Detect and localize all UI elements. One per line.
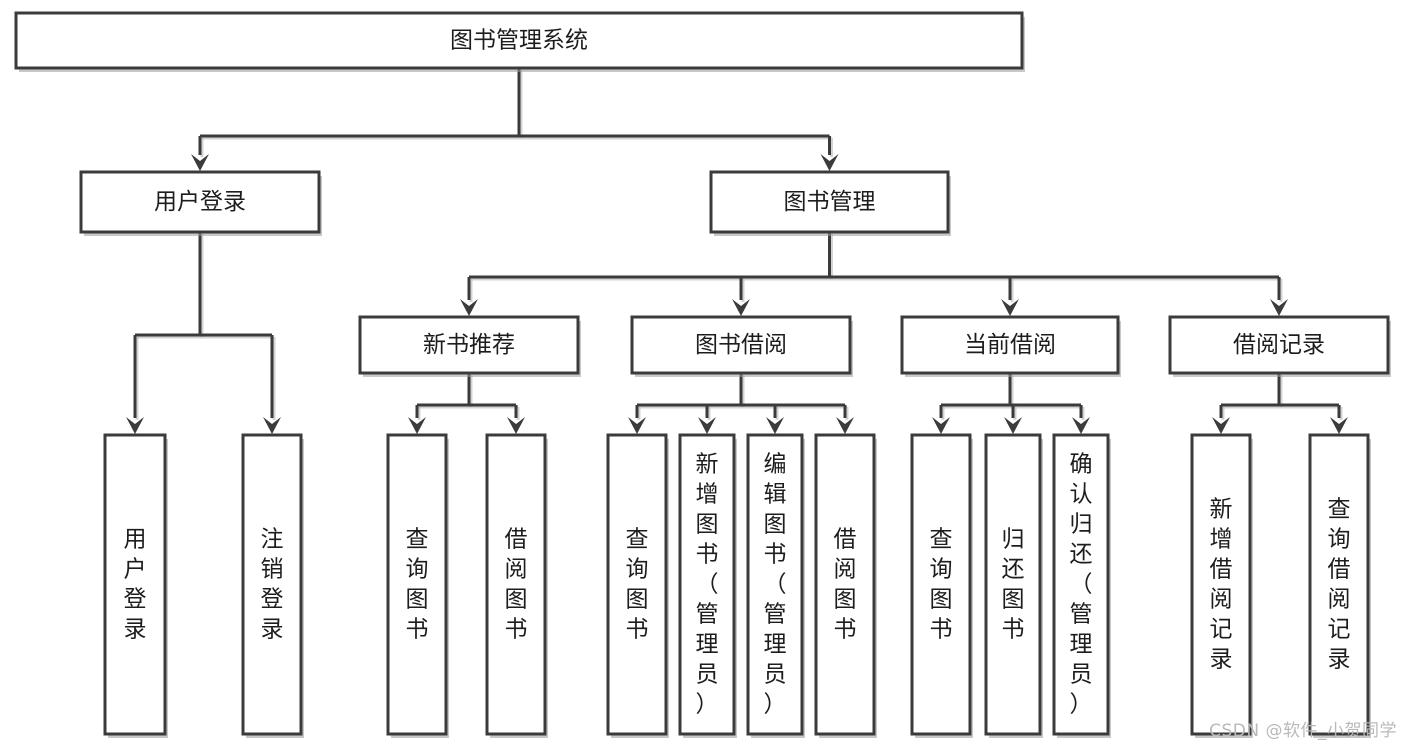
node-label: 用户登录 (124, 526, 147, 642)
node-label: 注销登录 (261, 526, 284, 642)
node-book-borrow[interactable]: 图书借阅 (630, 315, 853, 377)
node-label: 借阅图书 (505, 526, 528, 642)
node-layer: 图书管理系统用户登录图书管理新书推荐图书借阅当前借阅借阅记录用户登录注销登录查询… (14, 11, 1391, 738)
node-label: 编辑图书（管理员） (764, 451, 787, 717)
link-book-borrow-leaf-bb-borrow-book-arrowhead (836, 417, 854, 434)
link-new-book-rec-leaf-rec-query-book-arrowhead (408, 417, 426, 434)
node-current-borrow[interactable]: 当前借阅 (900, 315, 1121, 377)
node-label: 图书借阅 (695, 331, 787, 357)
node-label: 用户登录 (154, 188, 246, 214)
link-book-borrow-leaf-bb-query-book-arrowhead (628, 417, 646, 434)
link-book-manage-borrow-record-arrowhead (1270, 299, 1288, 316)
node-label: 图书管理系统 (450, 27, 588, 53)
connector-layer (126, 68, 1348, 434)
node-leaf-cb-return-book[interactable]: 归还图书 (984, 433, 1043, 738)
link-book-manage-book-borrow-arrowhead (732, 299, 750, 316)
node-label: 新书推荐 (423, 331, 515, 357)
node-user-login[interactable]: 用户登录 (79, 170, 322, 236)
node-leaf-bb-edit-book[interactable]: 编辑图书（管理员） (746, 433, 805, 738)
node-label: 归还图书 (1002, 526, 1025, 642)
node-label: 确认归还（管理员） (1070, 451, 1093, 717)
node-leaf-cb-query-book[interactable]: 查询图书 (910, 433, 973, 738)
link-new-book-rec-leaf-rec-borrow-book-arrowhead (507, 417, 525, 434)
node-label: 新增借阅记录 (1210, 496, 1233, 672)
node-leaf-user-logout[interactable]: 注销登录 (241, 433, 304, 738)
node-leaf-cb-confirm-return[interactable]: 确认归还（管理员） (1052, 433, 1111, 738)
node-label: 借阅记录 (1233, 331, 1325, 357)
node-new-book-rec[interactable]: 新书推荐 (358, 315, 581, 377)
node-book-manage[interactable]: 图书管理 (709, 170, 951, 236)
link-current-borrow-leaf-cb-return-book-arrowhead (1004, 417, 1022, 434)
node-leaf-bb-borrow-book[interactable]: 借阅图书 (814, 433, 877, 738)
link-current-borrow-leaf-cb-query-book-arrowhead (932, 417, 950, 434)
link-book-manage-new-book-rec-arrowhead (460, 299, 478, 316)
link-current-borrow-leaf-cb-confirm-return-arrowhead (1072, 417, 1090, 434)
link-root-book-manage-arrowhead (820, 154, 839, 171)
link-book-manage-current-borrow-arrowhead (1001, 299, 1019, 316)
node-label: 查询图书 (930, 526, 953, 642)
watermark-text: CSDN @软件_小贺同学 (1209, 721, 1397, 741)
link-user-login-leaf-user-logout-arrowhead (263, 417, 281, 434)
node-label: 图书管理 (784, 188, 876, 214)
node-leaf-bb-query-book[interactable]: 查询图书 (606, 433, 669, 738)
node-leaf-br-add-record[interactable]: 新增借阅记录 (1190, 433, 1253, 738)
node-leaf-user-login[interactable]: 用户登录 (103, 433, 168, 738)
node-leaf-rec-query-book[interactable]: 查询图书 (386, 433, 449, 738)
link-user-login-leaf-user-login-arrowhead (126, 417, 144, 434)
node-leaf-bb-add-book[interactable]: 新增图书（管理员） (678, 433, 737, 738)
link-book-borrow-leaf-bb-add-book-arrowhead (698, 417, 716, 434)
node-label: 查询图书 (626, 526, 649, 642)
node-root[interactable]: 图书管理系统 (14, 11, 1025, 72)
node-borrow-record[interactable]: 借阅记录 (1168, 315, 1391, 377)
node-label: 查询图书 (406, 526, 429, 642)
node-label: 新增图书（管理员） (696, 451, 719, 717)
node-leaf-br-query-record[interactable]: 查询借阅记录 (1308, 433, 1371, 738)
node-label: 查询借阅记录 (1328, 496, 1351, 672)
link-borrow-record-leaf-br-add-record-arrowhead (1212, 417, 1230, 434)
node-label: 借阅图书 (834, 526, 857, 642)
link-borrow-record-leaf-br-query-record-arrowhead (1330, 417, 1348, 434)
link-book-borrow-leaf-bb-edit-book-arrowhead (766, 417, 784, 434)
link-root-user-login-arrowhead (191, 154, 209, 171)
node-leaf-rec-borrow-book[interactable]: 借阅图书 (485, 433, 548, 738)
node-label: 当前借阅 (964, 331, 1056, 357)
